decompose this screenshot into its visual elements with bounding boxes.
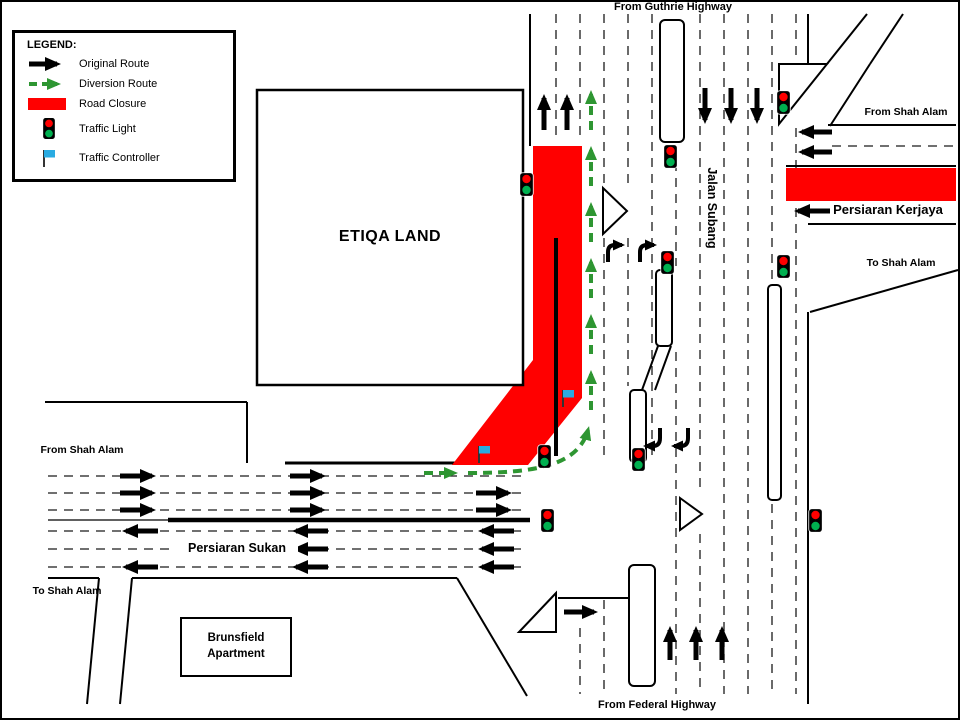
legend-item-label: Original Route <box>79 58 150 70</box>
persiaran-sukan-road-edges <box>45 401 530 705</box>
traffic-light-icon <box>808 508 823 533</box>
label-from-guthrie-highway: From Guthrie Highway <box>614 1 732 13</box>
traffic-controller-flag-icon <box>43 149 56 168</box>
legend: LEGEND: Original Route Diversion Route <box>12 30 236 182</box>
traffic-light-icon <box>42 117 56 140</box>
traffic-light-icon <box>660 250 675 275</box>
legend-item-label: Traffic Light <box>79 123 136 135</box>
road-closure-persiaran-kerjaya <box>786 168 956 201</box>
traffic-light-icon <box>631 447 646 472</box>
legend-item-traffic-controller: Traffic Controller <box>27 147 225 169</box>
label-etiqa-land: ETIQA LAND <box>338 228 442 246</box>
traffic-light-icon <box>776 90 791 115</box>
traffic-light-icon <box>663 144 678 169</box>
legend-item-road-closure: Road Closure <box>27 97 225 111</box>
label-persiaran-sukan: Persiaran Sukan <box>176 541 298 556</box>
legend-title: LEGEND: <box>27 39 77 51</box>
label-from-federal-highway: From Federal Highway <box>598 699 716 711</box>
persiaran-kerjaya-road-edges <box>786 124 959 313</box>
label-brunsfield-apartment: Brunsfield Apartment <box>180 617 292 677</box>
legend-item-original-route: Original Route <box>27 57 225 71</box>
original-route-arrows <box>120 88 832 660</box>
legend-item-traffic-light: Traffic Light <box>27 117 225 141</box>
u-turn-arrows <box>606 239 690 452</box>
median-islands <box>628 19 782 687</box>
legend-item-label: Diversion Route <box>79 78 158 90</box>
original-route-arrow-icon <box>29 57 61 71</box>
jalan-subang-road-edges <box>456 14 809 704</box>
road-closure-swatch <box>28 98 66 110</box>
label-from-shah-alam-top-right: From Shah Alam <box>864 106 948 118</box>
legend-item-label: Traffic Controller <box>79 152 160 164</box>
legend-item-diversion-route: Diversion Route <box>27 77 225 91</box>
traffic-light-icon <box>776 254 791 279</box>
road-closure-jalan-subang <box>452 146 582 465</box>
junction-misc-lines <box>558 13 904 599</box>
label-jalan-subang: Jalan Subang <box>702 150 719 266</box>
label-to-shah-alam-right: To Shah Alam <box>866 257 936 269</box>
traffic-light-icon <box>540 508 555 533</box>
road-closure-areas <box>452 146 956 465</box>
label-from-shah-alam-left: From Shah Alam <box>40 444 124 456</box>
etiqa-land-building <box>255 88 525 387</box>
label-persiaran-kerjaya: Persiaran Kerjaya <box>833 202 943 217</box>
legend-item-label: Road Closure <box>79 98 147 110</box>
traffic-light-icon <box>537 444 552 469</box>
label-to-shah-alam-left: To Shah Alam <box>32 585 102 597</box>
diversion-route-arrow-icon <box>29 78 61 90</box>
